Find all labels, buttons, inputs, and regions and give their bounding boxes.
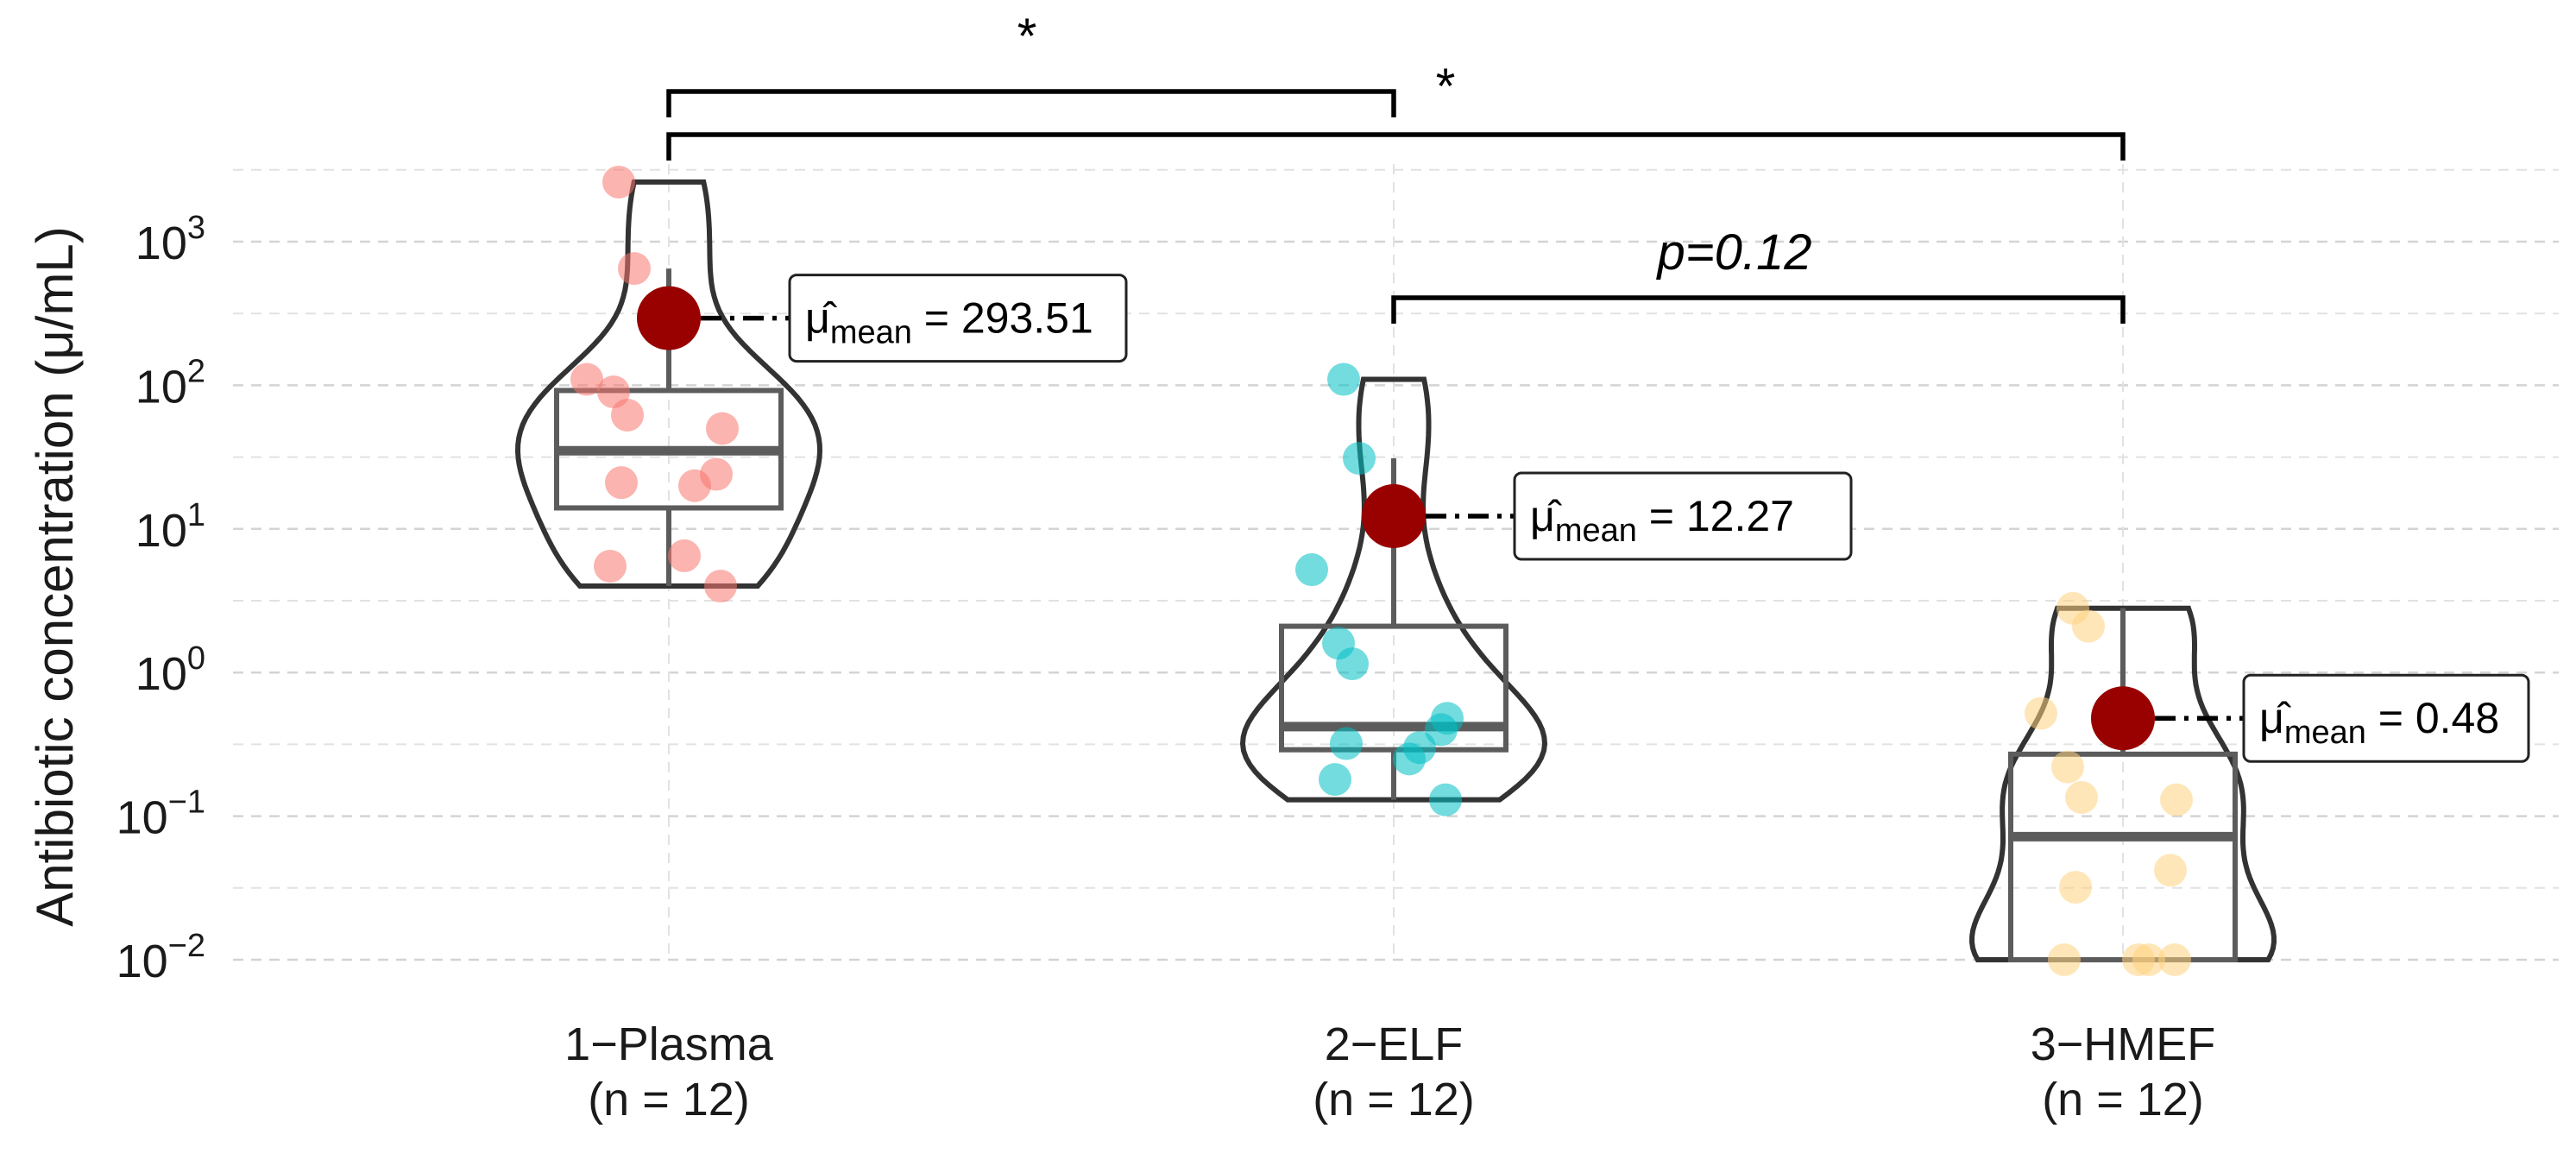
data-point [2072,609,2105,643]
mean-point [637,286,701,350]
data-point [602,165,635,199]
x-tick-label: 2−ELF [1325,1018,1464,1070]
data-point [1319,763,1351,797]
comparison-label: * [1436,59,1456,115]
data-point [1330,727,1363,760]
mean-label-box [1513,471,1853,561]
y-axis-title: Antibiotic concentration (μ/mL) [26,226,84,927]
comparison-brackets: * * p=0.12 [666,9,2126,324]
data-point [605,466,638,500]
data-point [678,469,711,502]
comparison-bracket [666,132,2126,161]
x-tick-sample-size: (n = 12) [1313,1074,1475,1125]
y-tick-label: 10−1 [117,785,205,844]
data-point [704,570,737,603]
data-point [668,539,701,572]
x-tick-label: 3−HMEF [2031,1018,2216,1070]
data-point [2154,854,2187,887]
violin-outline [514,179,823,589]
data-point [2122,943,2155,976]
violin-outline [1968,605,2277,962]
y-tick-label: 100 [135,640,205,700]
data-point [2048,943,2081,976]
data-point [2160,783,2193,816]
data-point [1429,783,1462,816]
data-point [570,362,603,396]
violin-group-2: μ̂mean = 12.27 [1239,362,1853,816]
y-tick-label: 103 [135,210,205,269]
x-tick-sample-size: (n = 12) [2042,1074,2204,1125]
data-point [1327,362,1360,396]
data-point [1336,647,1369,681]
data-point [2059,870,2092,904]
violin-group-3: μ̂mean = 0.48 [1968,591,2530,976]
mean-label-box [2242,673,2530,763]
data-point [1295,553,1328,587]
data-point [2025,697,2057,730]
x-axis-labels: 1−Plasma(n = 12)2−ELF(n = 12)3−HMEF(n = … [564,1018,2215,1125]
data-point [1343,442,1376,476]
y-tick-label: 101 [135,497,205,557]
y-tick-label: 102 [135,353,205,413]
mean-point [1362,484,1426,549]
data-point [594,550,627,583]
x-tick-sample-size: (n = 12) [588,1074,750,1125]
data-point [1393,742,1426,776]
data-point [2158,943,2191,976]
comparison-label: * [1017,9,1037,65]
mean-label: μ̂mean = 293.51 [805,294,1093,351]
mean-point [2091,686,2155,751]
data-point [618,252,651,286]
y-tick-label: 10−2 [117,928,205,987]
data-point [706,412,739,445]
mean-label: μ̂mean = 0.48 [2259,694,2499,751]
data-point [611,398,644,432]
box [1279,623,1508,753]
violin-group-1: μ̂mean = 293.51 [514,165,1128,603]
violin-outline [1239,376,1548,803]
mean-label-box [788,274,1128,363]
comparison-label: p=0.12 [1655,224,1811,281]
data-point [2051,750,2084,784]
data-point [1425,713,1458,747]
x-tick-label: 1−Plasma [564,1018,774,1070]
data-point [2065,780,2098,814]
comparison-bracket [1391,295,2126,324]
violin-layer: μ̂mean = 293.51 μ̂mean = 12.27 μ̂mean = 0.… [514,165,2530,976]
y-axis-ticks: 10−2 10−1 100 101 102 103 [117,210,205,987]
comparison-bracket [666,89,1396,117]
